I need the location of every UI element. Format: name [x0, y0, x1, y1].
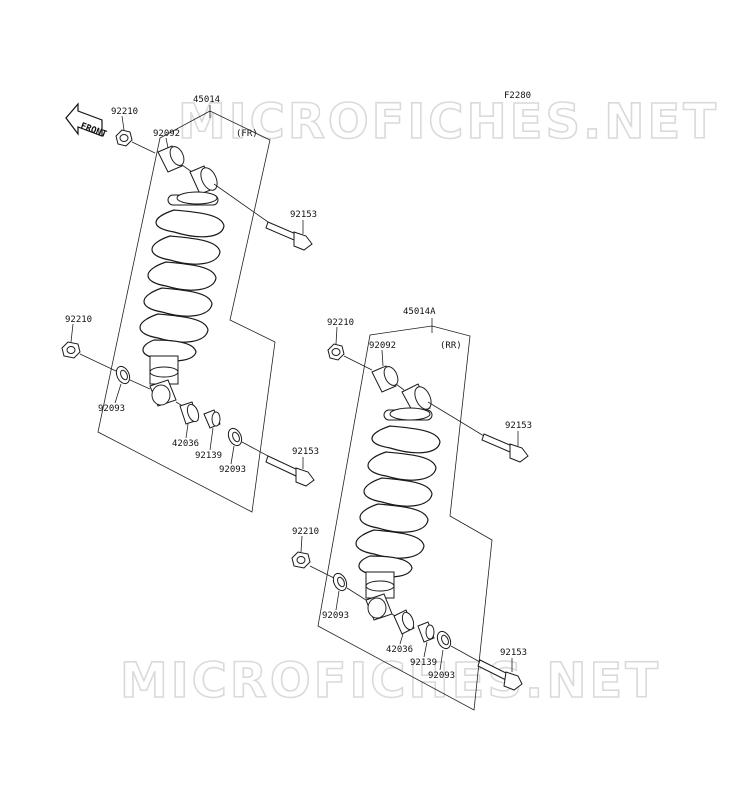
rear-seal-left [332, 572, 348, 592]
watermark-bottom: MICROFICHES.NET [120, 653, 661, 709]
front-upper-eye [189, 165, 218, 195]
rear-nut-top [327, 343, 345, 361]
rear-seal-right [436, 630, 452, 650]
front-label-bolt-bottom: 92153 [292, 447, 319, 457]
rear-label-collar: 42036 [386, 645, 413, 655]
front-nut-top [115, 129, 133, 147]
rear-spring [355, 407, 441, 599]
rear-bolt-top [481, 433, 529, 463]
front-lower-eye [149, 379, 177, 407]
front-bolt-top [265, 221, 313, 251]
watermark-top: MICROFICHES.NET [178, 94, 719, 150]
front-seal-right [227, 427, 243, 447]
rear-label-seal-left: 92093 [322, 611, 349, 621]
front-label-bushing-top: 92092 [153, 129, 180, 139]
front-collar [179, 401, 200, 425]
rear-assembly-number: 45014A [403, 307, 436, 317]
rear-position-label: (RR) [440, 341, 462, 351]
front-label-seal-left: 92093 [98, 404, 125, 414]
front-arrow-icon: FRONT [65, 102, 108, 140]
rear-bracket-outline [317, 325, 493, 711]
rear-upper-eye [401, 383, 432, 415]
rear-label-seal-right: 92093 [428, 671, 455, 681]
rear-shock-assembly: 45014A (RR) 92210 92092 92153 92210 9209… [291, 307, 532, 711]
front-label-nut-top: 92210 [111, 107, 138, 117]
front-position-label: (FR) [236, 129, 258, 139]
rear-label-nut-top: 92210 [327, 318, 354, 328]
front-label-collar: 42036 [172, 439, 199, 449]
rear-collar [393, 609, 415, 635]
rear-label-bolt-bottom: 92153 [500, 648, 527, 658]
front-label-seal-right: 92093 [219, 465, 246, 475]
front-bushing-top [157, 145, 185, 173]
front-bushing-bottom [203, 409, 221, 429]
rear-bolt-bottom [477, 659, 523, 691]
rear-label-bushing-top: 92092 [369, 341, 396, 351]
front-spring [139, 191, 225, 385]
rear-label-nut-bottom: 92210 [292, 527, 319, 537]
rear-nut-bottom [291, 551, 311, 569]
rear-label-bushing-bottom: 92139 [410, 658, 437, 668]
front-label-bolt-top: 92153 [290, 210, 317, 220]
front-bolt-bottom [265, 455, 315, 487]
front-shock-assembly: 45014 (FR) 92210 92092 92153 92210 92093… [61, 95, 319, 513]
front-seal-left [115, 365, 131, 385]
rear-bushing-top [371, 365, 399, 393]
front-bracket-outline [97, 110, 276, 513]
front-label-bushing-bottom: 92139 [195, 451, 222, 461]
front-label-nut-bottom: 92210 [65, 315, 92, 325]
front-assembly-number: 45014 [193, 95, 220, 105]
diagram-code: F2280 [504, 91, 531, 101]
rear-bushing-bottom [417, 621, 435, 643]
front-nut-bottom [61, 341, 81, 359]
rear-label-bolt-top: 92153 [505, 421, 532, 431]
